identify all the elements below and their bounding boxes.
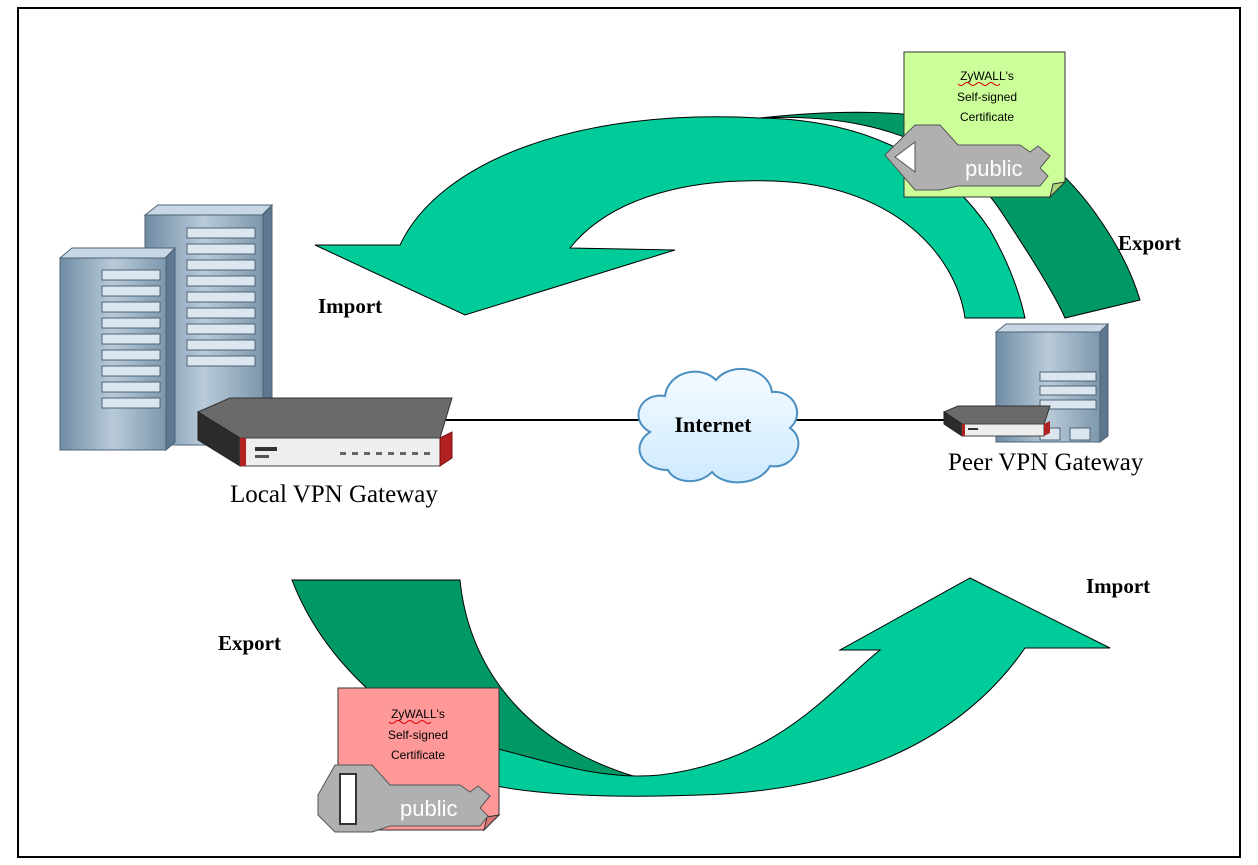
local-vpn-device	[196, 397, 453, 467]
peer-public-key-icon: public	[884, 124, 1051, 191]
top-arrow-shape	[314, 116, 1026, 319]
peer-cert-spellcheck-underline	[957, 82, 1001, 86]
import-label-bottom: Import	[1086, 574, 1150, 598]
local-cert-spellcheck-underline	[388, 720, 432, 724]
local-key-label: public	[400, 796, 457, 821]
peer-cert-line1: ZyWALL's	[960, 69, 1014, 83]
import-label-top: Import	[318, 294, 382, 318]
local-gateway-label: Local VPN Gateway	[230, 481, 438, 508]
peer-gateway-label: Peer VPN Gateway	[948, 449, 1144, 476]
export-label-bottom: Export	[218, 631, 281, 655]
peer-server	[994, 322, 1110, 443]
peer-cert-line3: Certificate	[960, 110, 1014, 124]
internet-cloud: Internet	[637, 367, 800, 484]
local-certificate: ZyWALL's Self-signed Certificate public	[317, 687, 501, 833]
local-cert-line1: ZyWALL's	[391, 707, 445, 721]
local-cert-line2: Self-signed	[388, 728, 448, 742]
export-label-top: Export	[1118, 231, 1181, 255]
peer-key-label: public	[965, 156, 1022, 181]
peer-certificate: ZyWALL's Self-signed Certificate public	[884, 51, 1067, 199]
peer-vpn-device	[942, 405, 1051, 437]
internet-label: Internet	[675, 412, 753, 437]
bottom-arrow	[291, 577, 1111, 797]
local-cert-line3: Certificate	[391, 748, 445, 762]
local-public-key-icon: public	[317, 764, 491, 833]
bottom-arrow-shape	[398, 577, 1111, 797]
peer-cert-line2: Self-signed	[957, 90, 1017, 104]
